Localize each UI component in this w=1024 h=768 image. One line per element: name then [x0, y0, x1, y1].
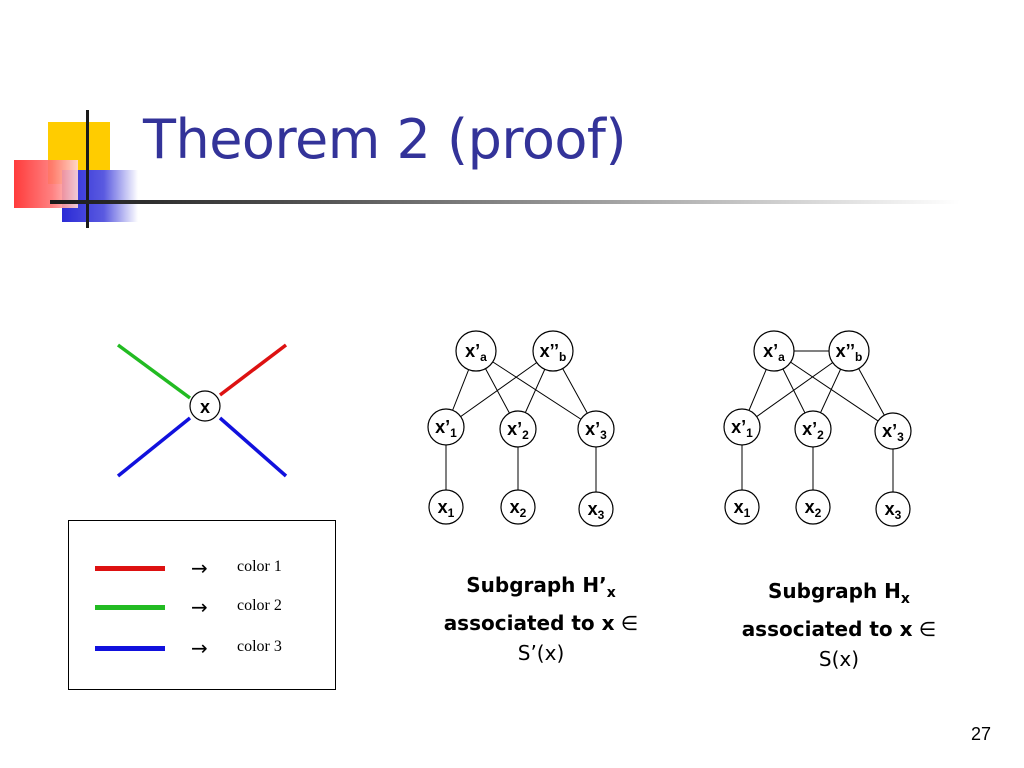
h-prime-edge — [445, 350, 554, 428]
h-node-mid-label: x’2 — [802, 419, 824, 442]
caption-subscript: x — [900, 591, 910, 607]
title-underline — [50, 200, 960, 204]
h-node-mid — [794, 410, 832, 448]
h-node-bot — [875, 491, 911, 527]
h-node-top — [828, 330, 870, 372]
legend-label: color 2 — [237, 597, 282, 614]
h-prime-node-mid — [577, 410, 615, 448]
h-node-bot-label: x1 — [734, 497, 751, 520]
legend-line-red — [95, 566, 165, 571]
legend-box: → color 1 → color 2 → color 3 — [68, 520, 336, 690]
edge-color3 — [218, 416, 288, 478]
legend-label: color 1 — [237, 558, 282, 575]
h-node-mid-label: x’3 — [882, 421, 904, 444]
deco-vertical-line — [86, 110, 89, 228]
h-prime-node-top — [532, 330, 574, 372]
caption-subscript: x — [606, 585, 616, 601]
page-number: 27 — [970, 724, 991, 744]
caption-subgraph-h-prime: Subgraph H’x associated to x ∈ S’(x) — [418, 570, 664, 668]
h-prime-node-bot-label: x2 — [510, 497, 527, 520]
h-prime-node-bot-label: x3 — [588, 499, 605, 522]
h-prime-node-mid-label: x’1 — [435, 417, 457, 440]
h-prime-node-top-label: x’a — [465, 341, 487, 364]
arrow-icon: → — [191, 595, 208, 619]
h-node-bot — [795, 489, 831, 525]
h-node-top-label: x’’b — [836, 341, 863, 364]
element-of-symbol: ∈ — [620, 611, 639, 635]
node-x-label: x — [200, 397, 210, 417]
h-node-mid — [723, 408, 761, 446]
h-prime-node-mid-label: x’2 — [507, 419, 529, 442]
legend-item-color2: → color 2 — [69, 595, 335, 625]
caption-line1: Subgraph H’ — [466, 573, 607, 597]
edge-color3 — [116, 416, 192, 478]
h-edge — [773, 350, 894, 432]
legend-label: color 3 — [237, 638, 282, 655]
edge-color1 — [218, 343, 288, 397]
h-node-bot — [724, 489, 760, 525]
legend-line-blue — [95, 646, 165, 651]
caption-subgraph-h: Subgraph Hx associated to x ∈ S(x) — [716, 576, 962, 674]
h-node-mid — [874, 412, 912, 450]
caption-line3: S(x) — [818, 647, 860, 671]
h-node-top-label: x’a — [763, 341, 785, 364]
h-node-top — [753, 330, 795, 372]
h-prime-node-top — [455, 330, 497, 372]
h-prime-node-bot — [428, 489, 464, 525]
element-of-symbol: ∈ — [918, 617, 937, 641]
arrow-icon: → — [191, 556, 208, 580]
h-prime-node-mid-label: x’3 — [585, 419, 607, 442]
legend-line-green — [95, 605, 165, 610]
arrow-icon: → — [191, 636, 208, 660]
legend-item-color1: → color 1 — [69, 556, 335, 586]
h-node-bot-label: x3 — [885, 499, 902, 522]
caption-line2: associated to x — [741, 617, 913, 641]
h-node-mid-label: x’1 — [731, 417, 753, 440]
h-prime-node-mid — [499, 410, 537, 448]
h-node-bot-label: x2 — [805, 497, 822, 520]
node-x — [189, 390, 221, 422]
h-prime-node-bot — [500, 489, 536, 525]
slide-title: Theorem 2 (proof) — [143, 108, 627, 171]
caption-line2: associated to x — [443, 611, 615, 635]
h-prime-node-mid — [427, 408, 465, 446]
caption-line3: S’(x) — [517, 641, 565, 665]
legend-item-color3: → color 3 — [69, 636, 335, 666]
h-prime-node-bot-label: x1 — [438, 497, 455, 520]
h-prime-node-top-label: x’’b — [540, 341, 567, 364]
h-edge — [741, 350, 850, 428]
caption-line1: Subgraph H — [768, 579, 901, 603]
h-prime-node-bot — [578, 491, 614, 527]
edge-color2 — [116, 343, 192, 400]
